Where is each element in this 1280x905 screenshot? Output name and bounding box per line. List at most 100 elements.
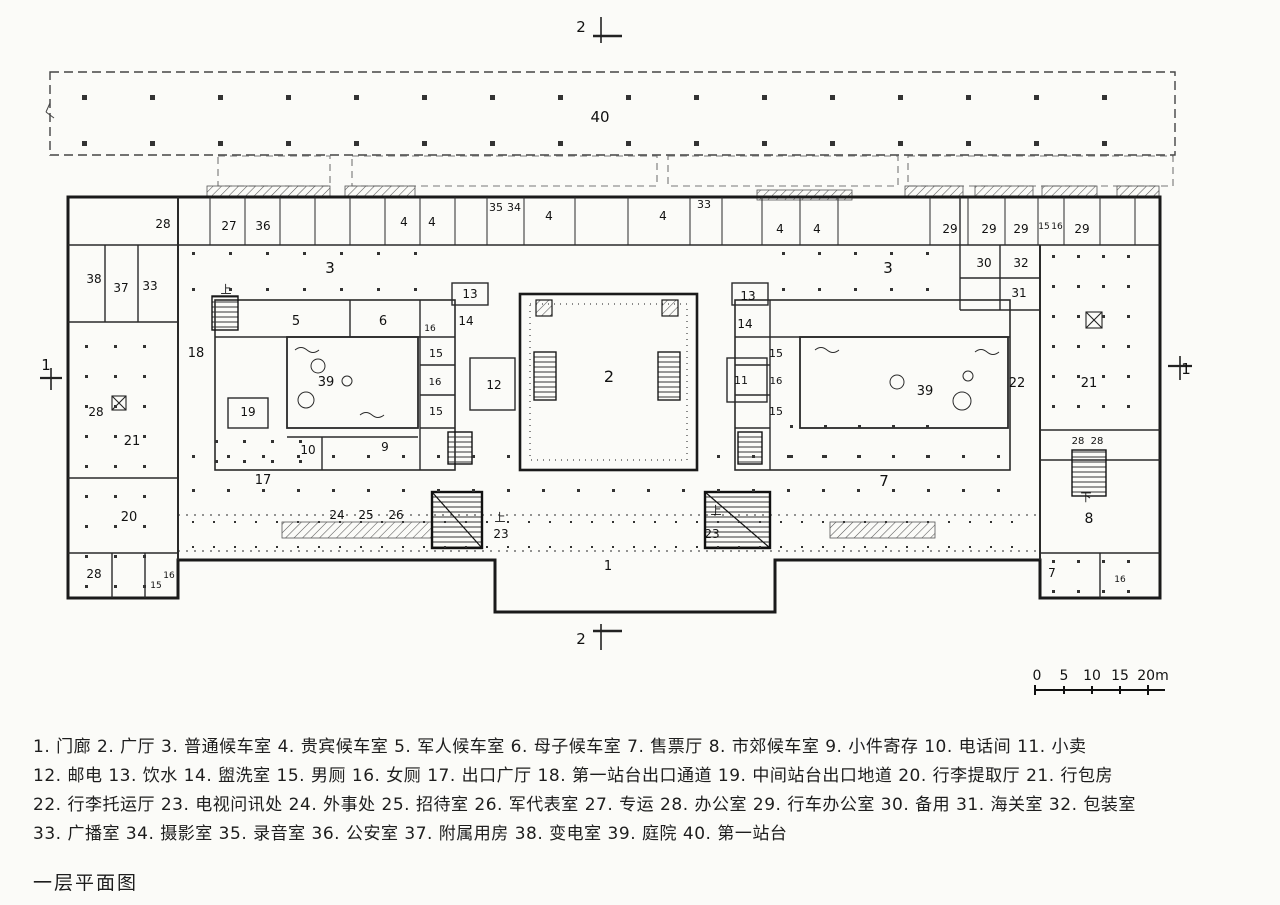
room-number-label: 13 bbox=[740, 289, 755, 303]
column-dot bbox=[591, 546, 593, 548]
column-dot bbox=[1102, 345, 1105, 348]
column-dot bbox=[762, 141, 767, 146]
room-number-label: 30 bbox=[976, 256, 991, 270]
room-number-label: 16 bbox=[1114, 575, 1126, 585]
column-dot bbox=[926, 288, 929, 291]
section-label: 2 bbox=[576, 18, 586, 36]
column-dot bbox=[1127, 285, 1130, 288]
room-number-label: 27 bbox=[221, 219, 236, 233]
building-outline bbox=[66, 195, 1162, 614]
room-number-label: 6 bbox=[379, 314, 387, 329]
column-dot bbox=[948, 521, 950, 523]
column-dot bbox=[297, 521, 299, 523]
column-dot bbox=[1077, 590, 1080, 593]
column-dot bbox=[150, 95, 155, 100]
room-number-label: 28 bbox=[86, 567, 101, 581]
column-dot bbox=[1077, 315, 1080, 318]
column-dot bbox=[824, 425, 827, 428]
column-dot bbox=[192, 521, 194, 523]
column-dot bbox=[114, 525, 117, 528]
column-dot bbox=[885, 546, 887, 548]
column-dot bbox=[1102, 560, 1105, 563]
column-dot bbox=[215, 460, 218, 463]
column-dot bbox=[402, 546, 404, 548]
column-dot bbox=[339, 546, 341, 548]
column-dot bbox=[218, 95, 223, 100]
room-number-label: 36 bbox=[255, 219, 270, 233]
column-dot bbox=[854, 252, 857, 255]
column-dot bbox=[696, 521, 698, 523]
column-dots bbox=[82, 95, 1130, 593]
column-dot bbox=[801, 521, 803, 523]
room-number-label: 39 bbox=[318, 375, 335, 390]
column-dot bbox=[192, 252, 195, 255]
column-dot bbox=[255, 546, 257, 548]
column-dot bbox=[490, 95, 495, 100]
column-dot bbox=[143, 525, 146, 528]
column-dot bbox=[1052, 590, 1055, 593]
floor-plan-drawing: 2 2 1 1 bbox=[40, 17, 1192, 695]
column-dot bbox=[507, 455, 510, 458]
column-dot bbox=[549, 521, 551, 523]
column-dot bbox=[402, 489, 405, 492]
column-dot bbox=[633, 521, 635, 523]
column-dot bbox=[367, 455, 370, 458]
column-dot bbox=[612, 546, 614, 548]
column-dot bbox=[854, 288, 857, 291]
column-dot bbox=[752, 455, 755, 458]
room-number-label: 21 bbox=[1081, 376, 1098, 391]
room-number-label: 10 bbox=[300, 443, 315, 457]
column-dot bbox=[422, 95, 427, 100]
column-dot bbox=[612, 489, 615, 492]
section-marker-labels: 2 2 1 1 bbox=[41, 18, 1191, 648]
room-number-label: 28 bbox=[1091, 436, 1104, 447]
column-dot bbox=[1077, 285, 1080, 288]
column-dot bbox=[297, 455, 300, 458]
column-dot bbox=[472, 489, 475, 492]
column-dot bbox=[717, 455, 720, 458]
column-dot bbox=[1011, 521, 1013, 523]
column-dot bbox=[549, 546, 551, 548]
column-dot bbox=[229, 288, 232, 291]
room-number-label: 11 bbox=[734, 374, 748, 387]
column-dot bbox=[696, 546, 698, 548]
column-dot bbox=[759, 521, 761, 523]
column-dot bbox=[213, 521, 215, 523]
column-dot bbox=[654, 521, 656, 523]
column-dot bbox=[633, 546, 635, 548]
column-dot bbox=[818, 288, 821, 291]
column-dot bbox=[332, 455, 335, 458]
room-number-label: 4 bbox=[428, 215, 436, 229]
column-dot bbox=[570, 546, 572, 548]
column-dot bbox=[1102, 405, 1105, 408]
room-number-label: 29 bbox=[981, 222, 996, 236]
column-dot bbox=[297, 546, 299, 548]
column-dot bbox=[717, 489, 720, 492]
column-dot bbox=[114, 495, 117, 498]
column-dot bbox=[1127, 590, 1130, 593]
column-dot bbox=[782, 288, 785, 291]
column-dot bbox=[402, 521, 404, 523]
column-dot bbox=[234, 546, 236, 548]
column-dot bbox=[143, 585, 146, 588]
column-dot bbox=[143, 345, 146, 348]
column-dot bbox=[437, 489, 440, 492]
room-number-label: 40 bbox=[590, 108, 609, 126]
column-dot bbox=[969, 546, 971, 548]
column-dot bbox=[266, 252, 269, 255]
column-dot bbox=[906, 546, 908, 548]
column-dot bbox=[542, 489, 545, 492]
column-dot bbox=[682, 489, 685, 492]
room-number-label: 9 bbox=[381, 440, 389, 454]
room-number-label: 28 bbox=[1072, 436, 1085, 447]
column-dot bbox=[926, 425, 929, 428]
scale-bar: 0 5 10 15 20m bbox=[1033, 668, 1169, 695]
room-number-label: 2 bbox=[604, 367, 614, 386]
room-number-label: 28 bbox=[88, 405, 103, 419]
room-number-label: 19 bbox=[240, 405, 255, 419]
room-number-label: 16 bbox=[163, 571, 175, 581]
column-dot bbox=[782, 252, 785, 255]
column-dot bbox=[577, 489, 580, 492]
column-dot bbox=[114, 435, 117, 438]
canopy-outline bbox=[217, 155, 1174, 187]
